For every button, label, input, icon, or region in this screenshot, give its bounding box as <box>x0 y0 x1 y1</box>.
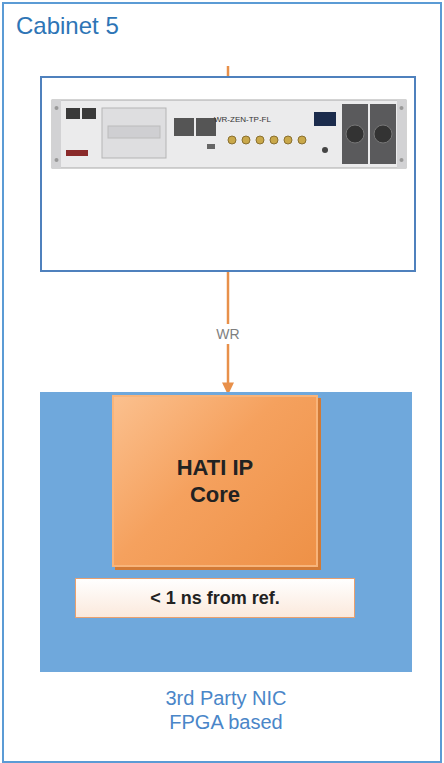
device-box: WR-ZEN-TP-FL <box>40 76 416 272</box>
rack-unit-photo <box>52 100 406 168</box>
feed-line <box>227 66 230 76</box>
nic-board: 3rd Party NIC FPGA basedHATI IP Core< 1 … <box>40 392 412 672</box>
node-text: Cabinet 5 <box>16 12 428 40</box>
edge-label: WR <box>213 324 242 344</box>
ip-core-box: HATI IP Core <box>112 395 318 567</box>
accuracy-box: < 1 ns from ref. <box>75 578 355 618</box>
node-text: HATI IP Core <box>165 454 265 509</box>
node-text: < 1 ns from ref. <box>150 588 280 609</box>
node-text: 3rd Party NIC FPGA based <box>141 686 311 734</box>
node-text: WR-ZEN-TP-FL <box>214 115 271 124</box>
